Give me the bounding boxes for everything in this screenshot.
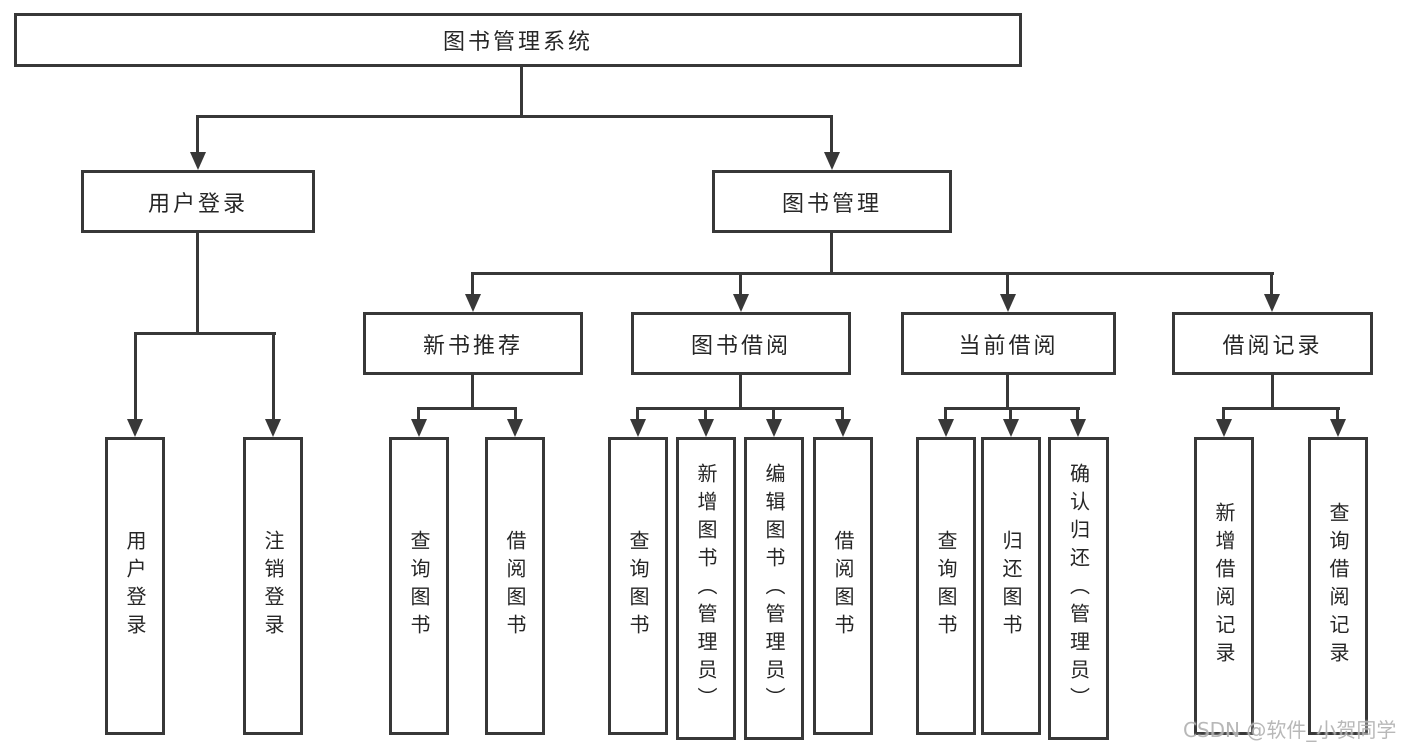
arrow-to-br-query: [1330, 419, 1346, 437]
arrow-to-nb-query: [411, 419, 427, 437]
connector-stem-br-query: [1336, 407, 1339, 421]
arrow-to-cb-query: [938, 419, 954, 437]
leaf-cb-return-book: 归还图书: [981, 437, 1041, 735]
connector-stem-new-book: [471, 272, 474, 296]
node-borrow-record: 借阅记录: [1172, 312, 1373, 375]
connector-stem-book-borrow: [739, 272, 742, 296]
arrow-to-bb-query: [630, 419, 646, 437]
arrow-to-cb-return: [1003, 419, 1019, 437]
leaf-cb-query-book: 查询图书: [916, 437, 976, 735]
arrow-to-new-book: [465, 294, 481, 312]
connector-stem-current-borrow: [1006, 272, 1009, 296]
node-book-management: 图书管理: [712, 170, 952, 233]
connector-stem-cb-confirm: [1076, 407, 1079, 421]
connector-borrow-vertical: [739, 373, 742, 409]
arrow-to-bb-borrow: [835, 419, 851, 437]
arrow-to-bb-add: [698, 419, 714, 437]
leaf-br-query-record: 查询借阅记录: [1308, 437, 1368, 735]
leaf-br-add-record: 新增借阅记录: [1194, 437, 1254, 735]
leaf-nb-query-book: 查询图书: [389, 437, 449, 735]
connector-stem-nb-borrow: [514, 407, 517, 421]
leaf-cb-confirm-return-admin: 确认归还（管理员）: [1048, 437, 1109, 740]
arrow-to-book-management: [824, 152, 840, 170]
connector-stem-book-management: [830, 115, 833, 153]
connector-stem-bb-add: [704, 407, 707, 421]
connector-current-horizontal: [944, 407, 1080, 410]
connector-stem-cb-return: [1009, 407, 1012, 421]
connector-stem-borrow-record: [1270, 272, 1273, 296]
connector-record-horizontal: [1222, 407, 1340, 410]
connector-stem-cb-query: [944, 407, 947, 421]
leaf-bb-add-book-admin: 新增图书（管理员）: [676, 437, 736, 740]
connector-userlogin-vertical: [196, 230, 199, 335]
node-root: 图书管理系统: [14, 13, 1022, 67]
connector-stem-login: [134, 332, 137, 420]
arrow-to-logout: [265, 419, 281, 437]
connector-newbook-horizontal: [417, 407, 517, 410]
connector-stem-user-login: [196, 115, 199, 153]
arrow-to-borrow-record: [1264, 294, 1280, 312]
connector-newbook-vertical: [471, 373, 474, 409]
leaf-user-login: 用户登录: [105, 437, 165, 735]
connector-root-horizontal: [196, 115, 833, 118]
arrow-to-user-login: [190, 152, 206, 170]
connector-mgmt-horizontal: [471, 272, 1274, 275]
arrow-to-br-add: [1216, 419, 1232, 437]
connector-stem-br-add: [1222, 407, 1225, 421]
connector-stem-bb-borrow: [841, 407, 844, 421]
connector-record-vertical: [1271, 373, 1274, 409]
arrow-to-login: [127, 419, 143, 437]
arrow-to-current-borrow: [1000, 294, 1016, 312]
connector-userlogin-horizontal: [134, 332, 276, 335]
leaf-bb-query-book: 查询图书: [608, 437, 668, 735]
connector-root-vertical: [520, 64, 523, 118]
connector-stem-bb-edit: [772, 407, 775, 421]
node-new-book-recommend: 新书推荐: [363, 312, 583, 375]
connector-current-vertical: [1006, 373, 1009, 409]
arrow-to-cb-confirm: [1070, 419, 1086, 437]
connector-borrow-horizontal: [636, 407, 844, 410]
connector-stem-logout: [272, 332, 275, 420]
connector-mgmt-vertical: [830, 230, 833, 275]
arrow-to-book-borrow: [733, 294, 749, 312]
leaf-nb-borrow-book: 借阅图书: [485, 437, 545, 735]
arrow-to-bb-edit: [766, 419, 782, 437]
node-current-borrow: 当前借阅: [901, 312, 1116, 375]
node-book-borrow: 图书借阅: [631, 312, 851, 375]
leaf-bb-borrow-book: 借阅图书: [813, 437, 873, 735]
csdn-watermark: CSDN @软件_小贺同学: [1183, 718, 1397, 742]
node-user-login: 用户登录: [81, 170, 315, 233]
connector-stem-bb-query: [636, 407, 639, 421]
arrow-to-nb-borrow: [507, 419, 523, 437]
connector-stem-nb-query: [417, 407, 420, 421]
leaf-logout: 注销登录: [243, 437, 303, 735]
leaf-bb-edit-book-admin: 编辑图书（管理员）: [744, 437, 804, 740]
